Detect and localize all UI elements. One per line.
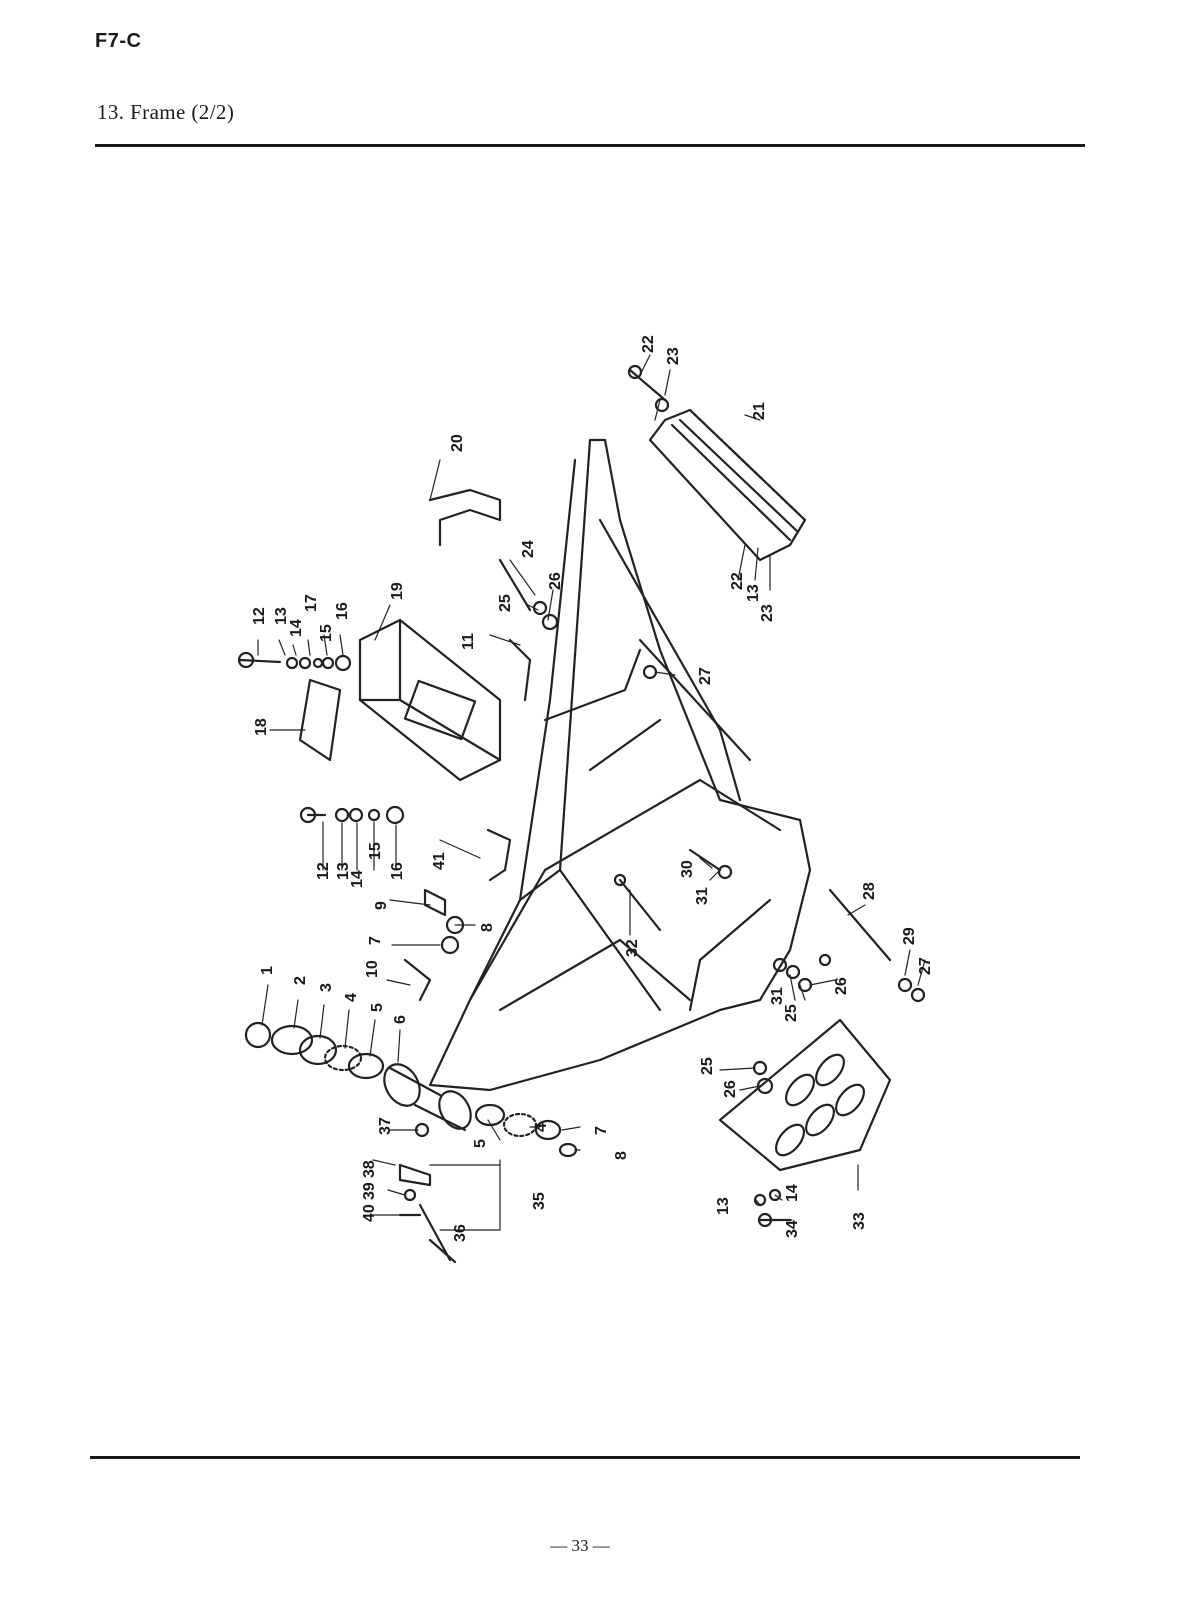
part-label-9: 9 — [373, 901, 390, 910]
steering-bearing-stack — [244, 1021, 578, 1158]
part-label-12: 12 — [251, 607, 268, 625]
battery-box — [358, 618, 502, 782]
part-label-22b: 22 — [729, 572, 746, 590]
part-label-37: 37 — [377, 1117, 394, 1135]
part-label-8: 8 — [479, 923, 496, 932]
part-label-26b: 26 — [722, 1080, 739, 1098]
part-label-25: 25 — [497, 594, 514, 612]
part-label-4: 4 — [343, 993, 360, 1002]
part-label-38: 38 — [361, 1160, 378, 1178]
part-label-33: 33 — [851, 1212, 868, 1230]
part-label-10: 10 — [364, 960, 381, 978]
part-label-14b: 14 — [349, 870, 366, 888]
part-label-13c: 13 — [745, 584, 762, 602]
part-label-15: 15 — [318, 624, 335, 642]
part-label-20: 20 — [449, 434, 466, 452]
part-label-25b: 25 — [699, 1057, 716, 1075]
bottom-divider — [90, 1456, 1080, 1459]
part-label-13b: 13 — [335, 862, 352, 880]
part-label-41: 41 — [431, 852, 448, 870]
fasteners — [237, 364, 926, 1264]
part-label-31: 31 — [694, 887, 711, 905]
part-label-19: 19 — [389, 582, 406, 600]
part-label-24: 24 — [520, 540, 537, 558]
page-number: — 33 — — [550, 1536, 610, 1555]
part-label-11: 11 — [460, 633, 477, 650]
part-label-1: 1 — [259, 966, 276, 975]
part-label-25c: 25 — [783, 1004, 800, 1022]
part-label-22: 22 — [640, 335, 657, 353]
part-label-17: 17 — [303, 594, 320, 612]
part-label-21: 21 — [751, 402, 768, 420]
part-label-6: 6 — [392, 1015, 409, 1024]
skid-plate — [718, 1018, 892, 1172]
part-label-15b: 15 — [367, 842, 384, 860]
part-label-5b: 5 — [472, 1139, 489, 1148]
battery-cover-plate — [298, 678, 342, 762]
part-label-14c: 14 — [784, 1184, 801, 1202]
part-label-13d: 13 — [715, 1197, 732, 1215]
part-label-4b: 4 — [533, 1123, 550, 1132]
part-label-5: 5 — [369, 1003, 386, 1012]
radiator — [648, 408, 807, 562]
frame-main — [428, 438, 812, 1092]
part-label-31b: 31 — [769, 987, 786, 1005]
part-label-7b: 7 — [593, 1126, 610, 1135]
part-label-29: 29 — [901, 927, 918, 945]
top-divider — [95, 144, 1085, 147]
part-label-27b: 27 — [917, 957, 934, 975]
part-label-32: 32 — [624, 939, 641, 957]
part-label-35: 35 — [531, 1192, 548, 1210]
part-label-23: 23 — [665, 347, 682, 365]
part-label-14: 14 — [288, 619, 305, 637]
part-label-23b: 23 — [759, 604, 776, 622]
seat-strap — [428, 488, 502, 547]
part-label-39: 39 — [361, 1182, 378, 1200]
part-label-18: 18 — [253, 718, 270, 736]
part-label-12b: 12 — [315, 862, 332, 880]
part-label-16b: 16 — [389, 862, 406, 880]
part-label-16: 16 — [334, 602, 351, 620]
part-label-3: 3 — [318, 983, 335, 992]
part-label-30: 30 — [679, 860, 696, 878]
part-label-40: 40 — [361, 1204, 378, 1222]
part-label-7: 7 — [367, 936, 384, 945]
section-title: 13. Frame (2/2) — [97, 100, 235, 124]
part-label-26: 26 — [547, 572, 564, 590]
part-label-28: 28 — [861, 882, 878, 900]
part-label-27: 27 — [697, 667, 714, 685]
part-label-2: 2 — [292, 976, 309, 985]
leader-lines — [257, 354, 926, 1231]
part-label-8b: 8 — [613, 1151, 630, 1160]
model-code: F7-C — [95, 30, 142, 52]
steering-head — [383, 1063, 472, 1132]
part-label-13: 13 — [273, 607, 290, 625]
part-label-34: 34 — [784, 1220, 801, 1238]
part-label-26c: 26 — [833, 977, 850, 995]
part-label-36: 36 — [452, 1224, 469, 1242]
